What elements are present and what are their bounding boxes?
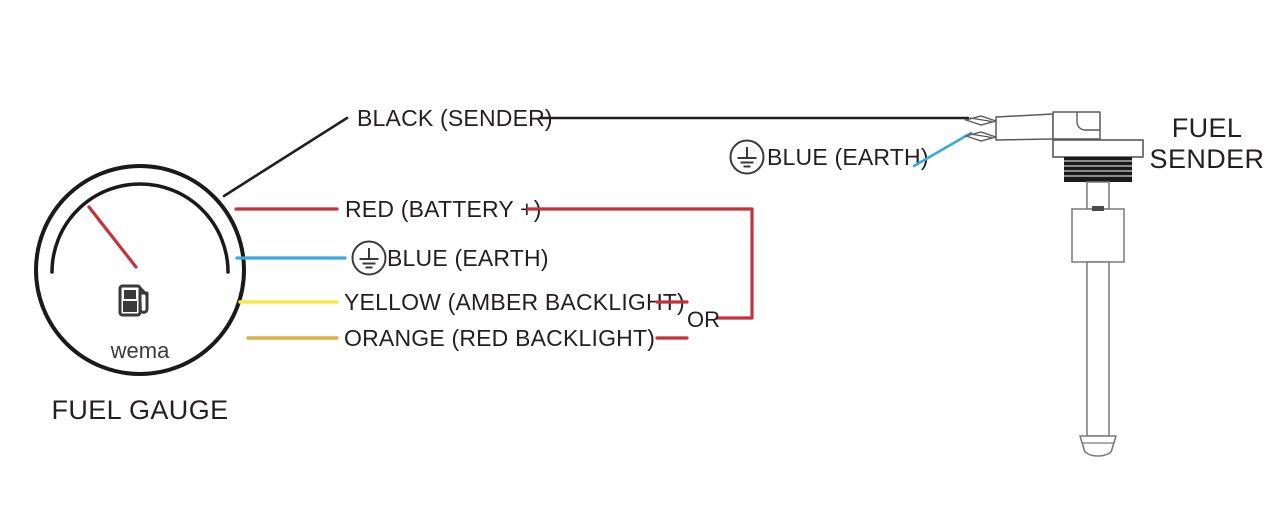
sender-float-collar bbox=[1071, 208, 1125, 263]
red-battery-wire-run bbox=[526, 207, 754, 320]
black-sender-wire-line bbox=[222, 116, 349, 198]
fuel-sender-caption-line1: FUEL bbox=[1172, 113, 1243, 143]
fuel-gauge-component: wema FUEL GAUGE bbox=[34, 164, 246, 425]
fuel-sender-caption-line2: SENDER bbox=[1150, 144, 1265, 174]
fuel-sender-component: FUEL SENDER bbox=[963, 111, 1265, 457]
wire-black-sender: BLACK (SENDER) bbox=[222, 105, 970, 198]
fuel-pump-icon bbox=[118, 284, 149, 317]
sender-float-notch bbox=[1092, 206, 1104, 211]
wire-blue-earth-sender: BLUE (EARTH) bbox=[729, 131, 973, 175]
sender-bottom-cap bbox=[1079, 435, 1117, 457]
wire-red-battery: RED (BATTERY +) bbox=[234, 196, 754, 320]
blue-earth-sender-wire-line bbox=[912, 131, 973, 168]
sender-terminal-upper bbox=[963, 115, 999, 126]
red-battery-wire-label: RED (BATTERY +) bbox=[345, 196, 542, 222]
fuel-gauge-caption: FUEL GAUGE bbox=[51, 395, 228, 425]
blue-earth-gauge-wire-label: BLUE (EARTH) bbox=[387, 245, 549, 271]
gauge-needle bbox=[87, 205, 138, 269]
sender-head-block bbox=[1052, 111, 1101, 140]
gauge-face-inner-circle bbox=[52, 182, 228, 358]
sender-tube-upper bbox=[1086, 181, 1110, 210]
yellow-backlight-wire-label: YELLOW (AMBER BACKLIGHT) bbox=[344, 289, 685, 315]
orange-backlight-wire-label: ORANGE (RED BACKLIGHT) bbox=[344, 325, 655, 351]
sender-flange-plate bbox=[1052, 139, 1144, 158]
sender-tube-lower bbox=[1086, 261, 1110, 437]
sender-head-cap bbox=[1076, 112, 1100, 131]
earth-symbol-icon-sender bbox=[729, 139, 765, 175]
wire-orange-red-backlight: ORANGE (RED BACKLIGHT) bbox=[246, 325, 689, 351]
gauge-scale-arc bbox=[50, 182, 230, 274]
wire-blue-earth-gauge: BLUE (EARTH) bbox=[235, 240, 549, 276]
sender-threaded-section bbox=[1064, 157, 1132, 182]
or-junction-label: OR bbox=[687, 307, 720, 332]
sender-connector-housing bbox=[995, 113, 1054, 141]
earth-symbol-icon bbox=[351, 240, 387, 276]
wire-yellow-amber-backlight: YELLOW (AMBER BACKLIGHT) bbox=[238, 289, 689, 315]
black-sender-wire-label: BLACK (SENDER) bbox=[357, 105, 553, 131]
gauge-brand-label: wema bbox=[110, 338, 170, 363]
blue-earth-sender-wire-label: BLUE (EARTH) bbox=[767, 144, 929, 170]
